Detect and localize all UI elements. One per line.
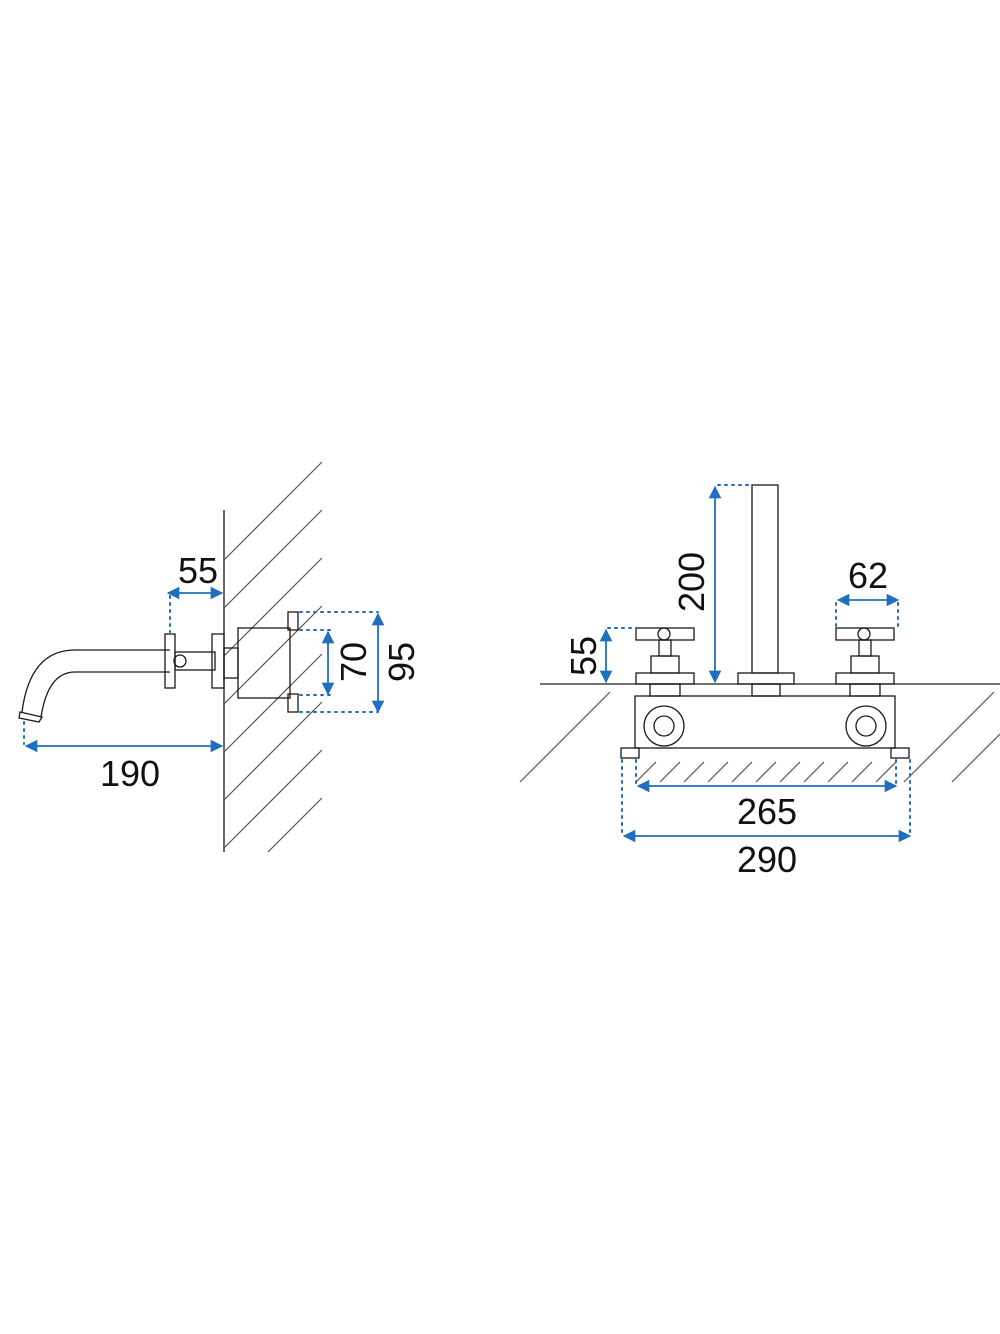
surface-section [519, 683, 1000, 783]
wall-hatch [223, 461, 323, 853]
dim-box-outer: 290 [621, 759, 912, 880]
dim-label-spout-length: 190 [100, 753, 160, 794]
dim-label-box-outer: 290 [737, 839, 797, 880]
floor-hatch-line [951, 733, 1000, 783]
dim-label-handle-width: 62 [848, 555, 888, 596]
wall-hatch-line [223, 605, 323, 705]
wall-spout [18, 611, 299, 723]
dim-label-plate-inner: 70 [333, 642, 374, 682]
wall-section [223, 461, 323, 853]
floor-hatch-line [635, 761, 657, 783]
left-handle [635, 627, 695, 697]
concealed-box [620, 695, 910, 759]
floor-hatch-line [731, 761, 753, 783]
floor-hatch-line [827, 761, 849, 783]
floor-hatch-line [803, 761, 825, 783]
wall-hatch-line [223, 509, 323, 609]
wall-hatch-line [223, 461, 323, 561]
dim-label-wall-projection: 55 [178, 550, 218, 591]
floor-hatch-line [659, 761, 681, 783]
dim-plate: 70 95 [299, 611, 422, 714]
dim-label-plate-outer: 95 [381, 642, 422, 682]
front-view: 200 55 62 265 290 [519, 484, 1000, 880]
dim-label-spout-height: 200 [671, 552, 712, 612]
floor-hatch-line [755, 761, 777, 783]
floor-hatch-line [903, 691, 995, 783]
right-handle [835, 627, 895, 697]
dim-spout-length: 190 [23, 721, 224, 794]
wall-hatch-line [223, 701, 323, 801]
dim-handle-width: 62 [835, 555, 900, 627]
floor-hatch-line [519, 691, 611, 783]
floor-hatch-line [779, 761, 801, 783]
dim-spout-height: 200 [671, 484, 753, 684]
side-view: 55 190 70 95 [18, 461, 422, 853]
spout-column [737, 484, 795, 697]
wall-hatch-line [223, 653, 323, 753]
dim-label-handle-height: 55 [563, 636, 604, 676]
dim-box-inner: 265 [635, 759, 898, 832]
dim-label-box-inner: 265 [737, 791, 797, 832]
floor-hatch [519, 691, 1000, 783]
floor-hatch-line [851, 761, 873, 783]
floor-hatch-line [683, 761, 705, 783]
dim-handle-height: 55 [563, 627, 637, 684]
wall-hatch-line [223, 749, 323, 849]
wall-hatch-line [267, 797, 323, 853]
dim-wall-projection: 55 [166, 550, 224, 633]
floor-hatch-line [707, 761, 729, 783]
floor-hatch-line [875, 761, 897, 783]
wall-hatch-line [223, 557, 323, 657]
